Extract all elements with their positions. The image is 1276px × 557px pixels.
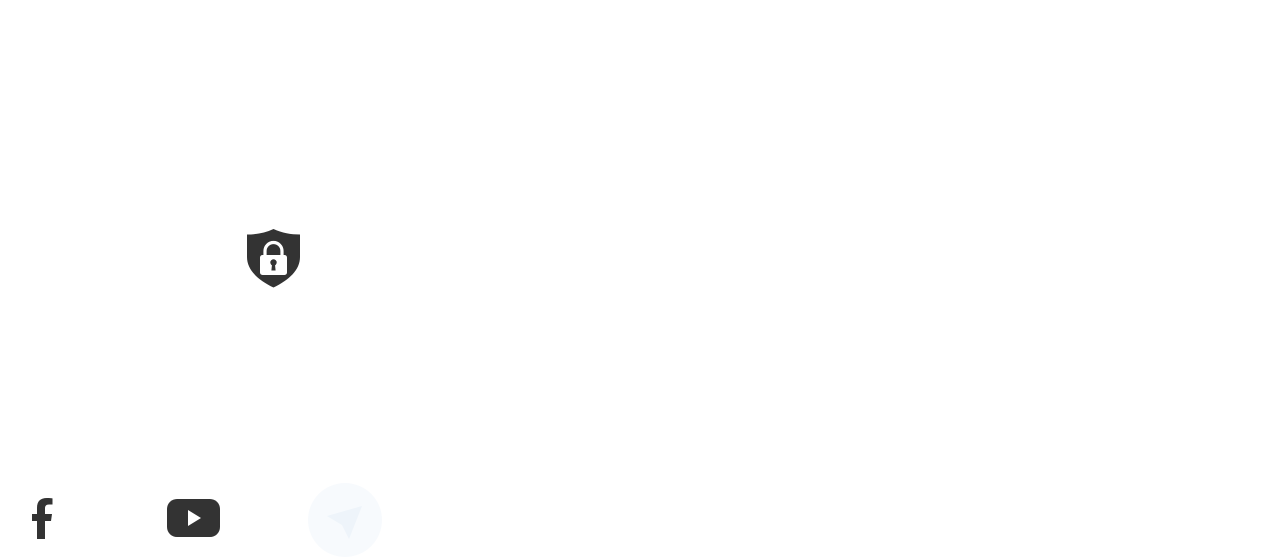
shield-lock-icon — [246, 229, 301, 288]
telegram-link[interactable] — [308, 483, 382, 557]
facebook-link[interactable] — [30, 496, 56, 540]
facebook-icon — [32, 498, 53, 539]
youtube-icon — [167, 499, 220, 537]
telegram-icon — [308, 483, 382, 557]
youtube-link[interactable] — [166, 498, 221, 538]
social-links — [0, 480, 420, 557]
